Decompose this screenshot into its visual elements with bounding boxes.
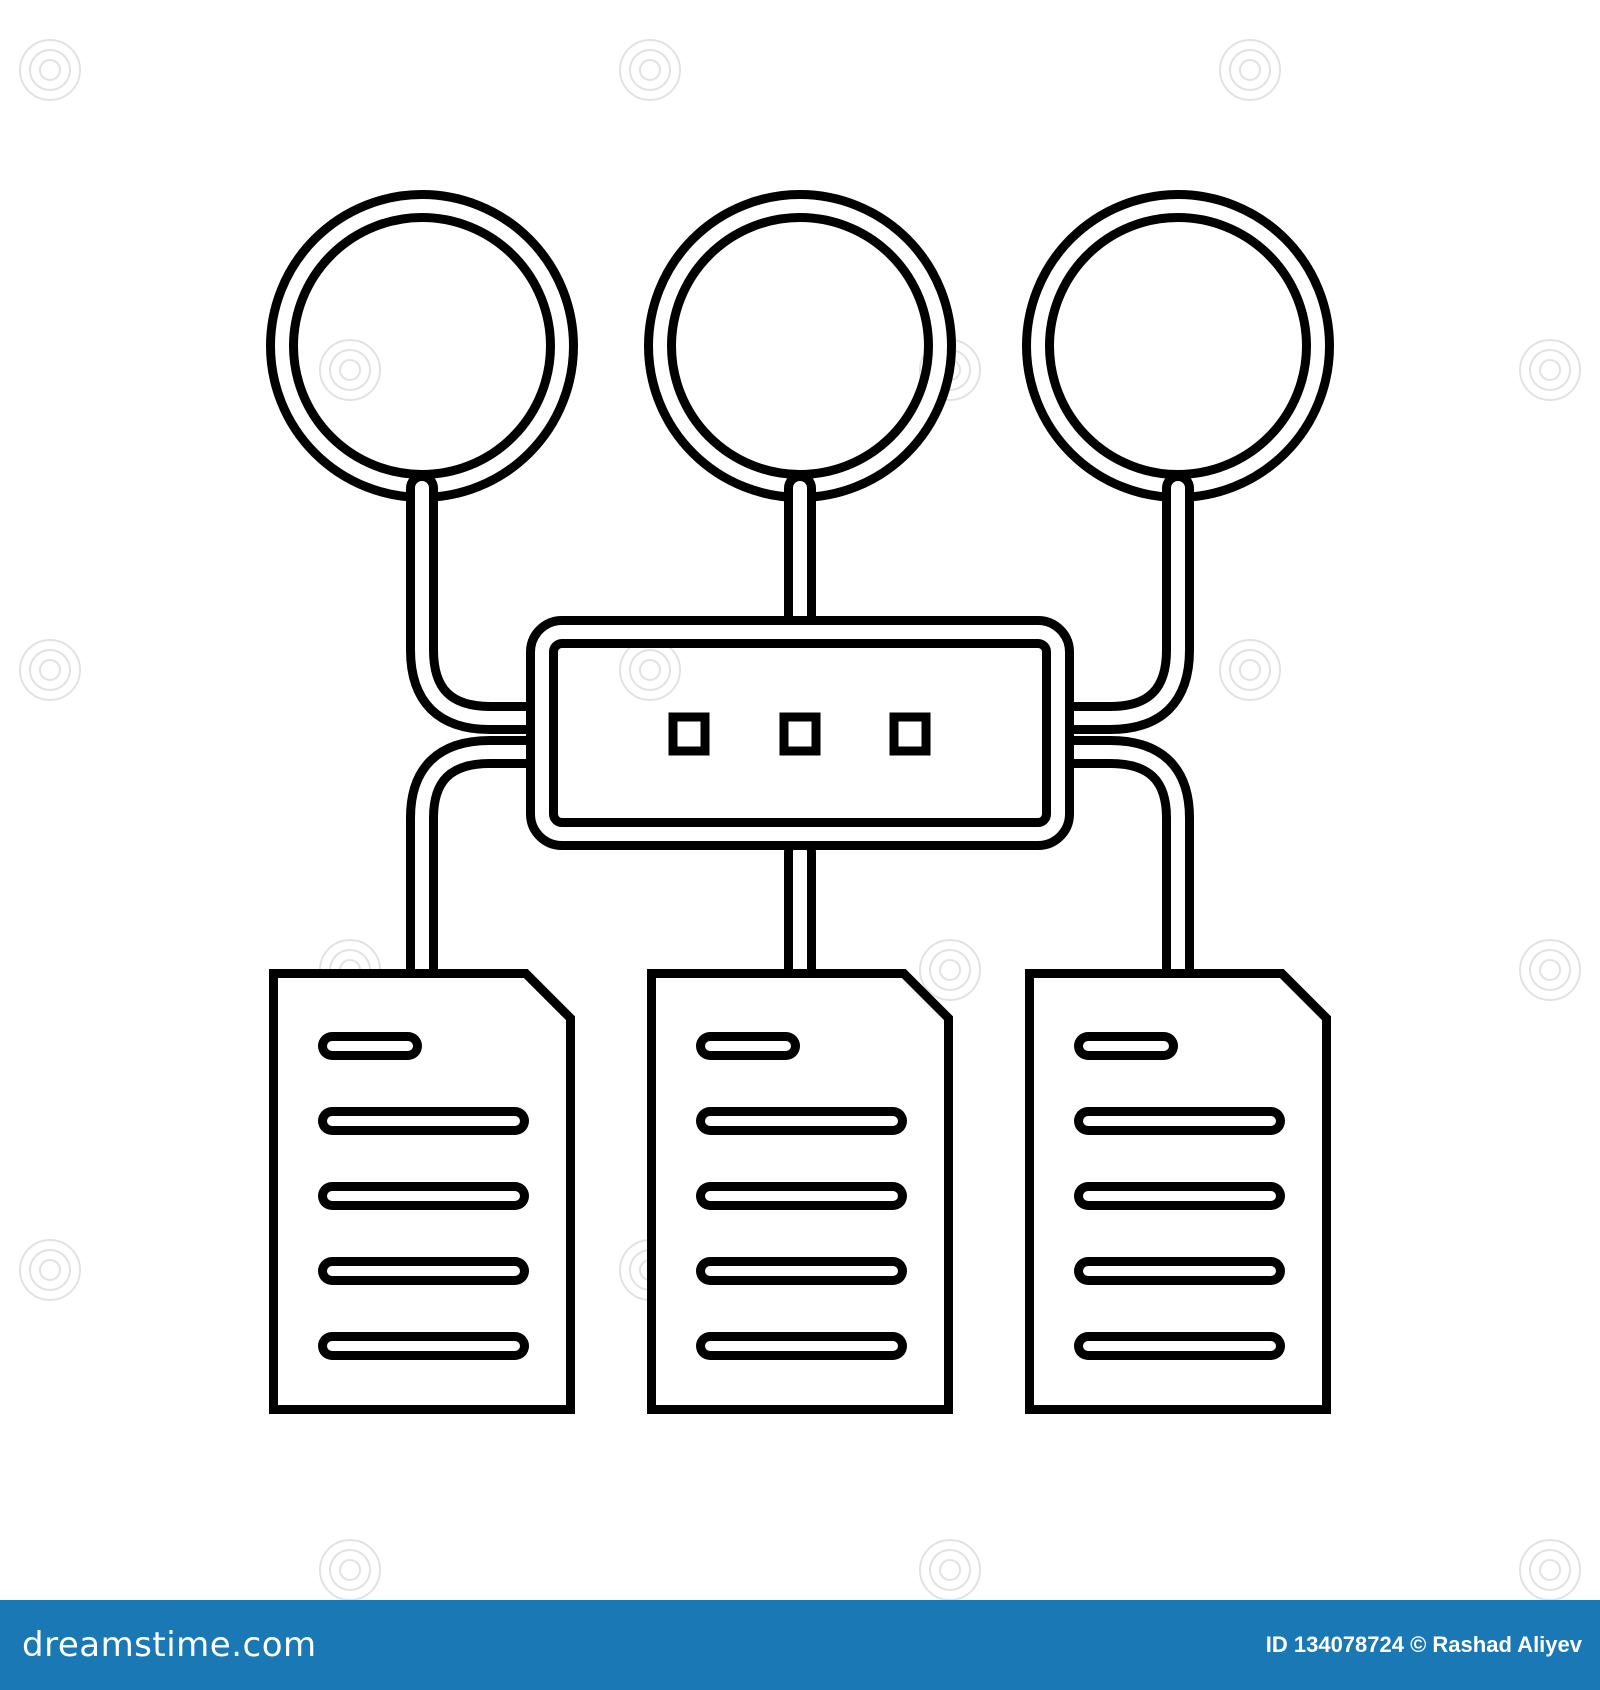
- stock-site-logo: dreamstime.com: [22, 1625, 317, 1665]
- watermark-spiral-icon: [19, 639, 81, 701]
- watermark-spiral-icon: [319, 339, 381, 401]
- watermark-spiral-icon: [1519, 1539, 1581, 1600]
- watermark-spiral-icon: [919, 939, 981, 1001]
- connector-lines: [406, 472, 1194, 994]
- document-left-icon: [269, 969, 575, 1414]
- top-node-circle-left-icon: [266, 190, 578, 502]
- watermark-spiral-icon: [1219, 39, 1281, 101]
- watermark-spiral-icon: [619, 39, 681, 101]
- network-icon: [19, 39, 1581, 1600]
- document-center-icon: [647, 969, 953, 1414]
- watermark-spiral-icon: [319, 1539, 381, 1600]
- watermark-spiral-icon: [1219, 639, 1281, 701]
- top-node-circle-center-icon: [644, 190, 956, 502]
- watermark-spiral-icon: [1519, 339, 1581, 401]
- watermark-spiral-icon: [619, 639, 681, 701]
- illustration-canvas: [19, 39, 1581, 1600]
- hub-indicator-squares: [668, 712, 931, 756]
- document-icons: [269, 969, 1331, 1414]
- watermark-spiral-icon: [19, 39, 81, 101]
- icon-drawing: [266, 190, 1334, 1414]
- document-right-icon: [1025, 969, 1331, 1414]
- watermark-footer-bar: dreamstime.com ID 134078724 © Rashad Ali…: [0, 1600, 1600, 1690]
- watermark-spiral-icon: [1519, 939, 1581, 1001]
- watermark-spiral-icon: [919, 1539, 981, 1600]
- image-credit: ID 134078724 © Rashad Aliyev: [1265, 1632, 1582, 1657]
- hub-box-icon: [526, 616, 1074, 850]
- watermark-spiral-icon: [19, 1239, 81, 1301]
- top-node-circle-right-icon: [1022, 190, 1334, 502]
